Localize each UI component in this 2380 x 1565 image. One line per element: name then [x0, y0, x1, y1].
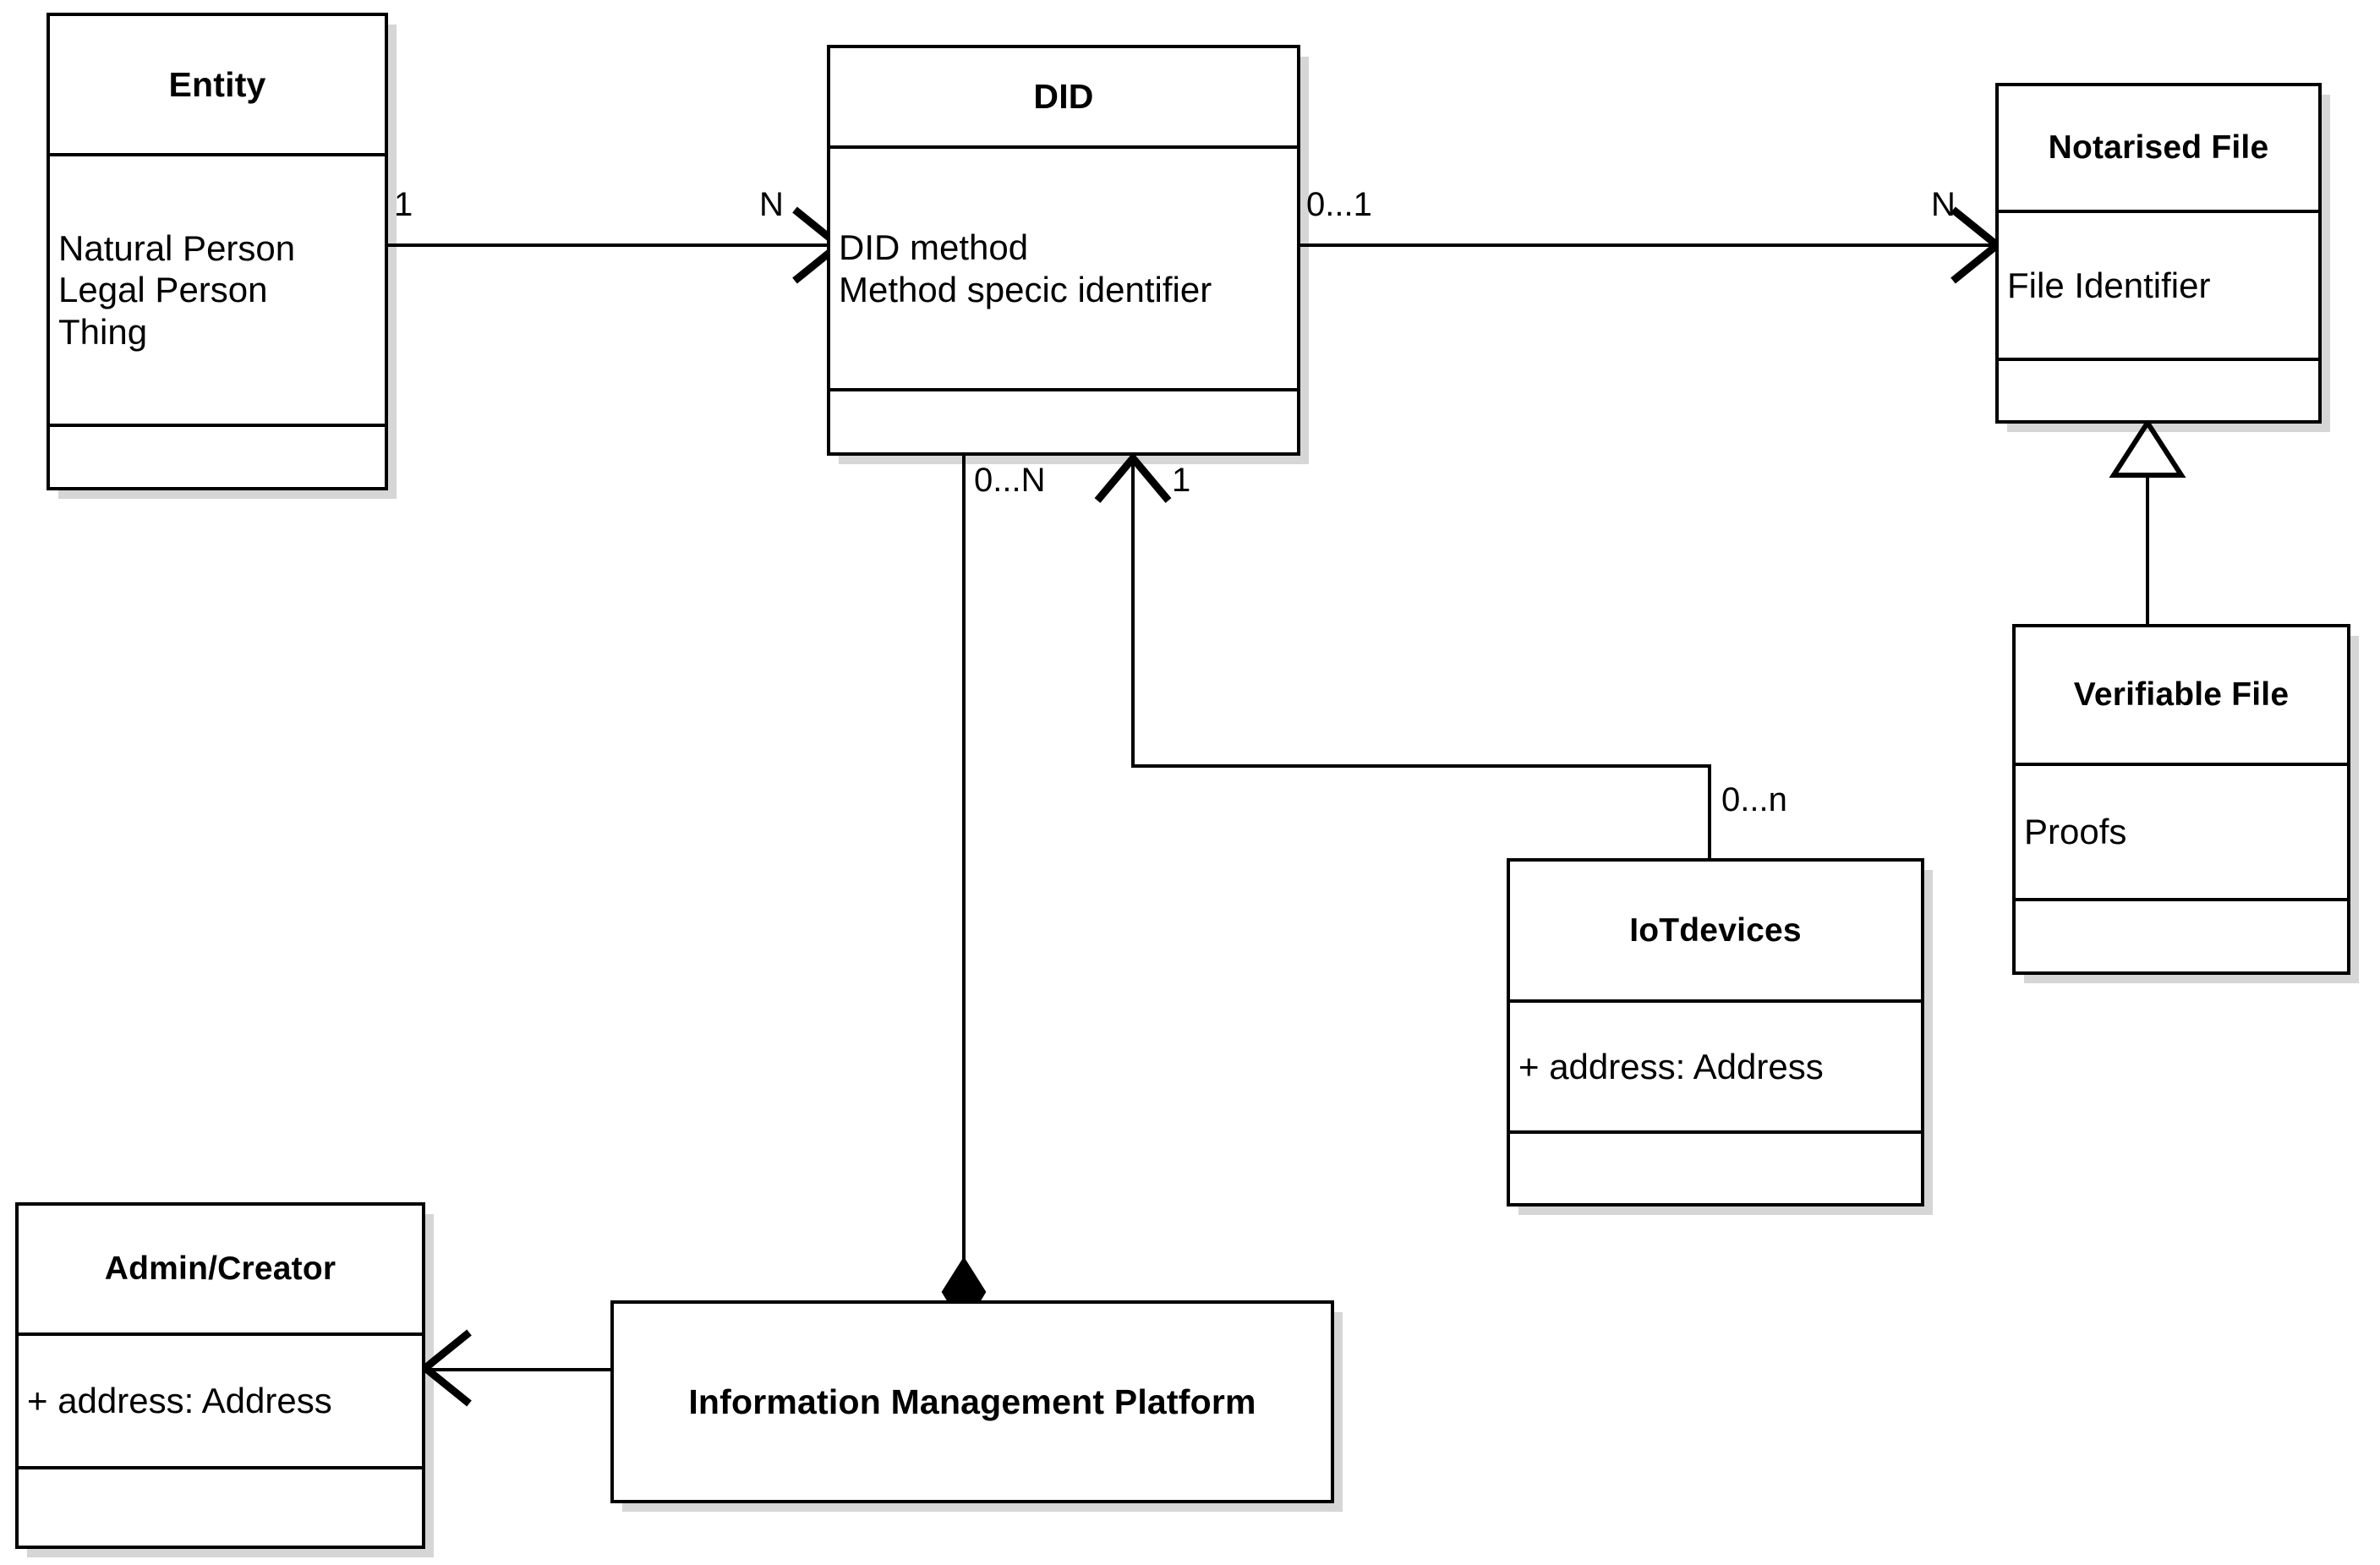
- connector-verifiable-notarised: [2146, 440, 2149, 626]
- class-operations-compartment: [830, 388, 1297, 452]
- class-box-verifiable-file[interactable]: Verifiable File Proofs: [2012, 624, 2350, 975]
- class-operations-compartment: [1999, 358, 2318, 420]
- class-name-compartment: Entity: [50, 16, 385, 153]
- class-name-compartment: IoTdevices: [1510, 862, 1921, 999]
- class-attributes-compartment: + address: Address: [1510, 999, 1921, 1130]
- class-attribute: Thing: [58, 311, 148, 352]
- class-box-notarised-file[interactable]: Notarised File File Identifier: [1995, 83, 2322, 424]
- connector-iot-did-horizontal: [1131, 764, 1711, 768]
- class-name-label: Notarised File: [2048, 129, 2269, 166]
- class-attribute: Legal Person: [58, 270, 268, 310]
- class-attributes-compartment: File Identifier: [1999, 210, 2318, 358]
- multiplicity-did-0-N: 0...N: [974, 462, 1046, 499]
- class-name-compartment: DID: [830, 48, 1297, 145]
- class-name-compartment: Verifiable File: [2016, 627, 2347, 763]
- multiplicity-iot-0-n: 0...n: [1721, 781, 1787, 818]
- class-name-compartment: Admin/Creator: [19, 1206, 422, 1332]
- class-box-admin-creator[interactable]: Admin/Creator + address: Address: [15, 1202, 425, 1549]
- class-attribute: + address: Address: [27, 1381, 332, 1421]
- class-attributes-compartment: DID method Method specic identifier: [830, 145, 1297, 388]
- class-attribute: Proofs: [2024, 812, 2127, 852]
- connector-iot-did-vertical-left: [1131, 463, 1135, 768]
- class-name-label: DID: [1033, 77, 1094, 116]
- connector-did-platform: [962, 455, 966, 1267]
- connector-did-notarised-file: [1299, 244, 1998, 247]
- multiplicity-notarised-n: N: [1931, 186, 1956, 223]
- class-attributes-compartment: Proofs: [2016, 763, 2347, 898]
- class-name-compartment: Notarised File: [1999, 86, 2318, 210]
- connector-entity-did: [387, 244, 830, 247]
- class-attribute: Natural Person: [58, 227, 296, 268]
- class-attribute: File Identifier: [2007, 265, 2211, 305]
- class-operations-compartment: [50, 424, 385, 487]
- class-box-entity[interactable]: Entity Natural Person Legal Person Thing: [47, 13, 388, 490]
- class-attribute: + address: Address: [1518, 1046, 1824, 1086]
- class-box-iot-devices[interactable]: IoTdevices + address: Address: [1507, 858, 1924, 1207]
- class-operations-compartment: [19, 1466, 422, 1546]
- multiplicity-did-n: N: [759, 186, 784, 223]
- class-attributes-compartment: + address: Address: [19, 1332, 422, 1466]
- class-attribute: Method specic identifier: [839, 269, 1212, 309]
- multiplicity-did-1: 1: [1172, 462, 1191, 499]
- class-attribute: DID method: [839, 227, 1029, 267]
- multiplicity-did-0-1: 0...1: [1306, 186, 1372, 223]
- class-name-label: Information Management Platform: [688, 1382, 1256, 1421]
- class-name-compartment: Information Management Platform: [614, 1304, 1331, 1500]
- class-name-label: IoTdevices: [1629, 911, 1802, 949]
- connector-platform-admin: [425, 1368, 613, 1371]
- class-attributes-compartment: Natural Person Legal Person Thing: [50, 153, 385, 424]
- class-box-did[interactable]: DID DID method Method specic identifier: [827, 45, 1300, 456]
- class-name-label: Entity: [168, 64, 266, 104]
- multiplicity-entity-1: 1: [394, 186, 413, 223]
- class-operations-compartment: [2016, 898, 2347, 971]
- class-operations-compartment: [1510, 1130, 1921, 1203]
- class-box-information-management-platform[interactable]: Information Management Platform: [610, 1300, 1334, 1503]
- class-name-label: Admin/Creator: [104, 1250, 336, 1287]
- connector-iot-did-vertical-right: [1708, 764, 1711, 860]
- class-name-label: Verifiable File: [2073, 676, 2290, 713]
